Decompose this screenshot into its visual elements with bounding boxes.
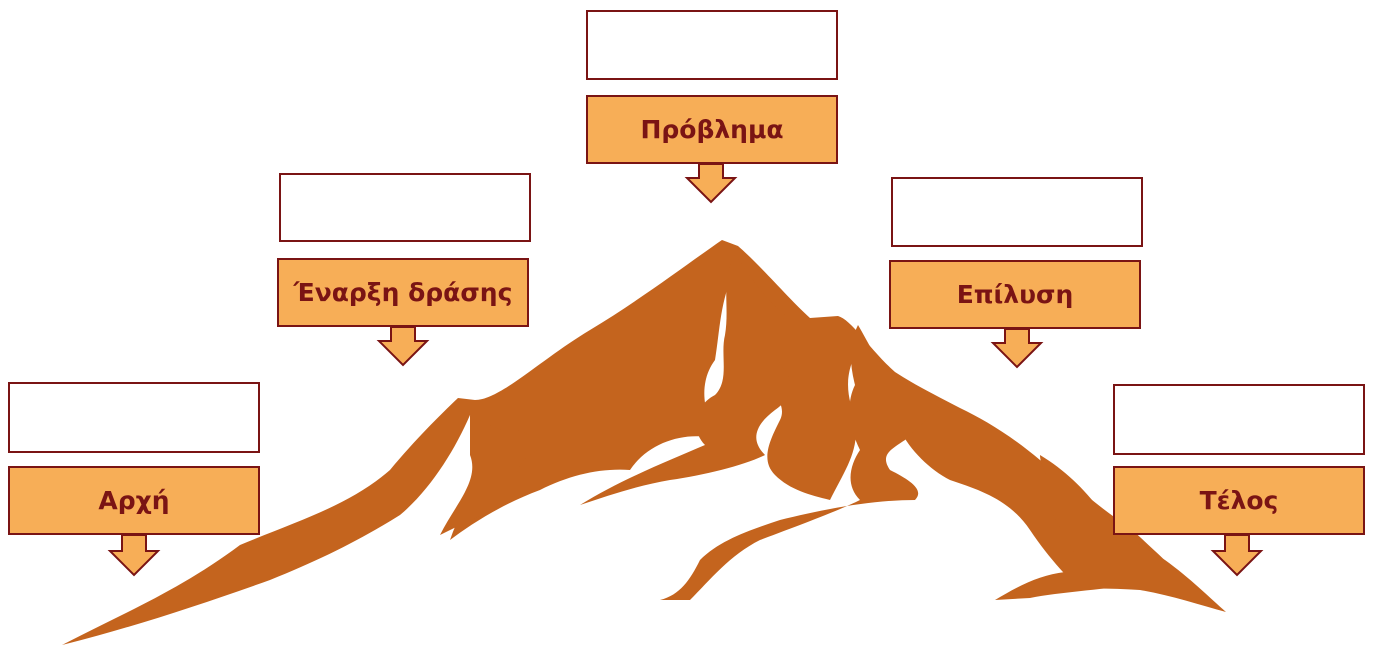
answer-box-resolution[interactable] xyxy=(891,177,1143,247)
answer-box-end[interactable] xyxy=(1113,384,1365,455)
answer-box-problem[interactable] xyxy=(586,10,838,80)
label-end: Τέλος xyxy=(1113,466,1365,535)
down-arrow-icon xyxy=(376,326,430,367)
label-resolution-text: Επίλυση xyxy=(956,280,1074,309)
down-arrow-icon xyxy=(107,534,161,577)
label-beginning-text: Αρχή xyxy=(98,486,170,515)
answer-box-beginning[interactable] xyxy=(8,382,260,453)
down-arrow-icon xyxy=(990,328,1044,369)
label-beginning: Αρχή xyxy=(8,466,260,535)
label-resolution: Επίλυση xyxy=(889,260,1141,329)
down-arrow-icon xyxy=(684,163,738,204)
label-end-text: Τέλος xyxy=(1199,486,1279,515)
label-rising-action: Έναρξη δράσης xyxy=(277,258,529,327)
label-problem: Πρόβλημα xyxy=(586,95,838,164)
label-problem-text: Πρόβλημα xyxy=(640,115,784,144)
label-rising-action-text: Έναρξη δράσης xyxy=(293,278,513,307)
down-arrow-icon xyxy=(1210,534,1264,577)
answer-box-rising-action[interactable] xyxy=(279,173,531,242)
